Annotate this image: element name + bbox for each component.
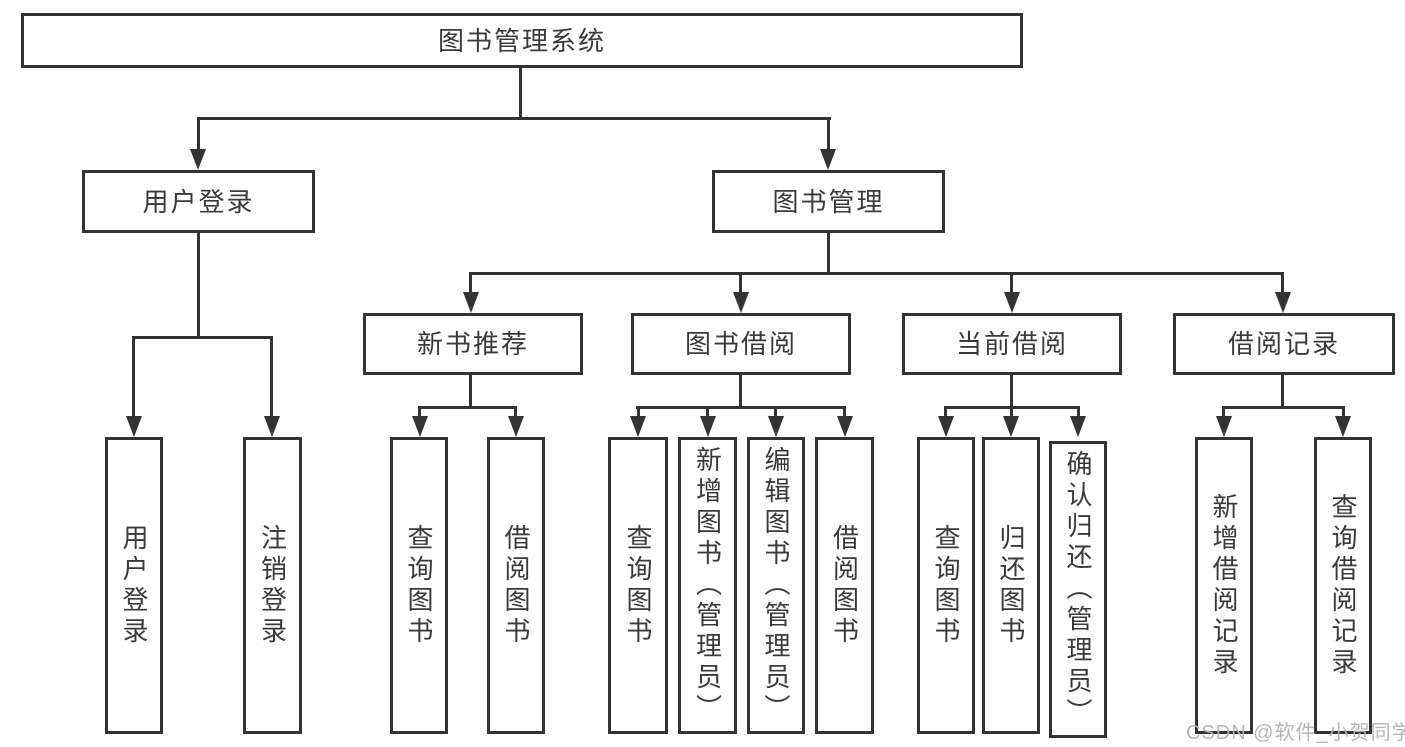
connector-sec3-drop2 [1010, 406, 1013, 418]
connector-drop-book [827, 117, 830, 150]
arrowhead-icon [264, 416, 280, 437]
arrowhead-icon [630, 416, 646, 437]
leaf-query-books-3: 查询图书 [917, 437, 975, 734]
arrowhead-icon [412, 416, 428, 437]
leaf-add-borrow-record-label: 新增借阅记录 [1209, 492, 1239, 679]
leaf-borrow-books-1-label: 借阅图书 [501, 523, 531, 648]
leaf-query-books-2: 查询图书 [608, 437, 668, 734]
connector-book-stem [827, 233, 830, 272]
leaf-edit-book-admin-label: 编辑图书（管理员） [761, 446, 791, 725]
leaf-return-books-label: 归还图书 [996, 523, 1026, 648]
leaf-borrow-books-1: 借阅图书 [487, 437, 545, 734]
connector-sec1-stem [469, 375, 472, 406]
connector-sec3-stem [1010, 375, 1013, 406]
leaf-user-login: 用户登录 [105, 437, 163, 734]
arrowhead-icon [820, 149, 836, 170]
arrowhead-icon [1275, 292, 1291, 313]
connector-root-stem [519, 67, 522, 117]
arrowhead-icon [190, 149, 206, 170]
watermark: CSDN @软件_小贺同学 [1186, 722, 1405, 744]
connector-drop-leaf-login [132, 336, 135, 417]
leaf-query-books-2-label: 查询图书 [623, 523, 653, 648]
connector-sec1-drop1 [418, 406, 421, 418]
leaf-query-borrow-record: 查询借阅记录 [1314, 437, 1372, 734]
leaf-add-book-admin-label: 新增图书（管理员） [692, 446, 723, 725]
arrowhead-icon [768, 416, 784, 437]
leaf-confirm-return-admin: 确认归还（管理员） [1049, 441, 1107, 738]
connector-sec1-bus [418, 406, 517, 409]
connector-sec3-drop3 [1077, 406, 1080, 418]
arrowhead-icon [508, 416, 524, 437]
connector-level3-bus [469, 272, 1284, 275]
node-book-management-label: 图书管理 [772, 186, 885, 217]
section-new-books-label: 新书推荐 [416, 329, 529, 359]
connector-drop-current-borrow [1010, 272, 1013, 293]
arrowhead-icon [700, 416, 716, 437]
leaf-return-books: 归还图书 [982, 437, 1040, 734]
leaf-borrow-books-2-label: 借阅图书 [829, 523, 860, 648]
connector-sec4-stem [1281, 375, 1284, 406]
connector-sec2-drop3 [774, 406, 777, 418]
leaf-query-books-1-label: 查询图书 [404, 523, 434, 648]
connector-sec2-stem [739, 375, 742, 406]
leaf-user-login-label: 用户登录 [119, 523, 149, 648]
node-root: 图书管理系统 [21, 13, 1023, 68]
leaf-query-books-1: 查询图书 [390, 437, 448, 734]
connector-sec2-drop1 [637, 406, 640, 418]
connector-sec3-drop1 [944, 406, 947, 418]
connector-sec4-drop1 [1222, 406, 1225, 418]
connector-drop-user [197, 117, 200, 150]
arrowhead-icon [837, 416, 853, 437]
section-book-borrow-label: 图书借阅 [684, 329, 797, 359]
arrowhead-icon [126, 416, 142, 437]
leaf-query-books-3-label: 查询图书 [931, 523, 961, 648]
arrowhead-icon [1335, 416, 1351, 437]
connector-sec4-drop2 [1342, 406, 1345, 418]
section-new-books: 新书推荐 [363, 313, 583, 375]
leaf-query-borrow-record-label: 查询借阅记录 [1328, 492, 1358, 679]
arrowhead-icon [463, 292, 479, 313]
connector-sec2-bus [636, 406, 846, 409]
node-root-label: 图书管理系统 [437, 25, 606, 56]
connector-level2-bus [197, 117, 831, 120]
leaf-logout: 注销登录 [243, 437, 302, 734]
connector-user-stem [197, 233, 200, 336]
leaf-borrow-books-2: 借阅图书 [815, 437, 874, 734]
section-book-borrow: 图书借阅 [631, 313, 851, 375]
connector-sec1-drop2 [514, 406, 517, 418]
leaf-add-book-admin: 新增图书（管理员） [678, 437, 737, 734]
leaf-logout-label: 注销登录 [257, 523, 288, 648]
connector-user-bus [132, 336, 273, 339]
connector-drop-new-books [469, 272, 472, 293]
leaf-edit-book-admin: 编辑图书（管理员） [747, 437, 805, 734]
leaf-confirm-return-admin-label: 确认归还（管理员） [1063, 450, 1093, 729]
arrowhead-icon [1003, 416, 1019, 437]
connector-sec2-drop2 [706, 406, 709, 418]
connector-drop-borrow-records [1281, 272, 1284, 293]
node-book-management: 图书管理 [712, 170, 945, 233]
node-user-login: 用户登录 [82, 170, 315, 233]
arrowhead-icon [1216, 416, 1232, 437]
arrowhead-icon [1070, 416, 1086, 437]
connector-drop-book-borrow [739, 272, 742, 293]
connector-sec4-bus [1222, 406, 1344, 409]
arrowhead-icon [938, 416, 954, 437]
node-user-login-label: 用户登录 [142, 186, 255, 217]
arrowhead-icon [1004, 292, 1020, 313]
arrowhead-icon [733, 292, 749, 313]
section-borrow-records-label: 借阅记录 [1227, 329, 1340, 359]
connector-sec2-drop4 [843, 406, 846, 418]
section-borrow-records: 借阅记录 [1173, 313, 1395, 375]
section-current-borrow: 当前借阅 [902, 313, 1122, 375]
connector-drop-leaf-logout [270, 336, 273, 417]
section-current-borrow-label: 当前借阅 [955, 329, 1068, 359]
leaf-add-borrow-record: 新增借阅记录 [1195, 437, 1253, 734]
